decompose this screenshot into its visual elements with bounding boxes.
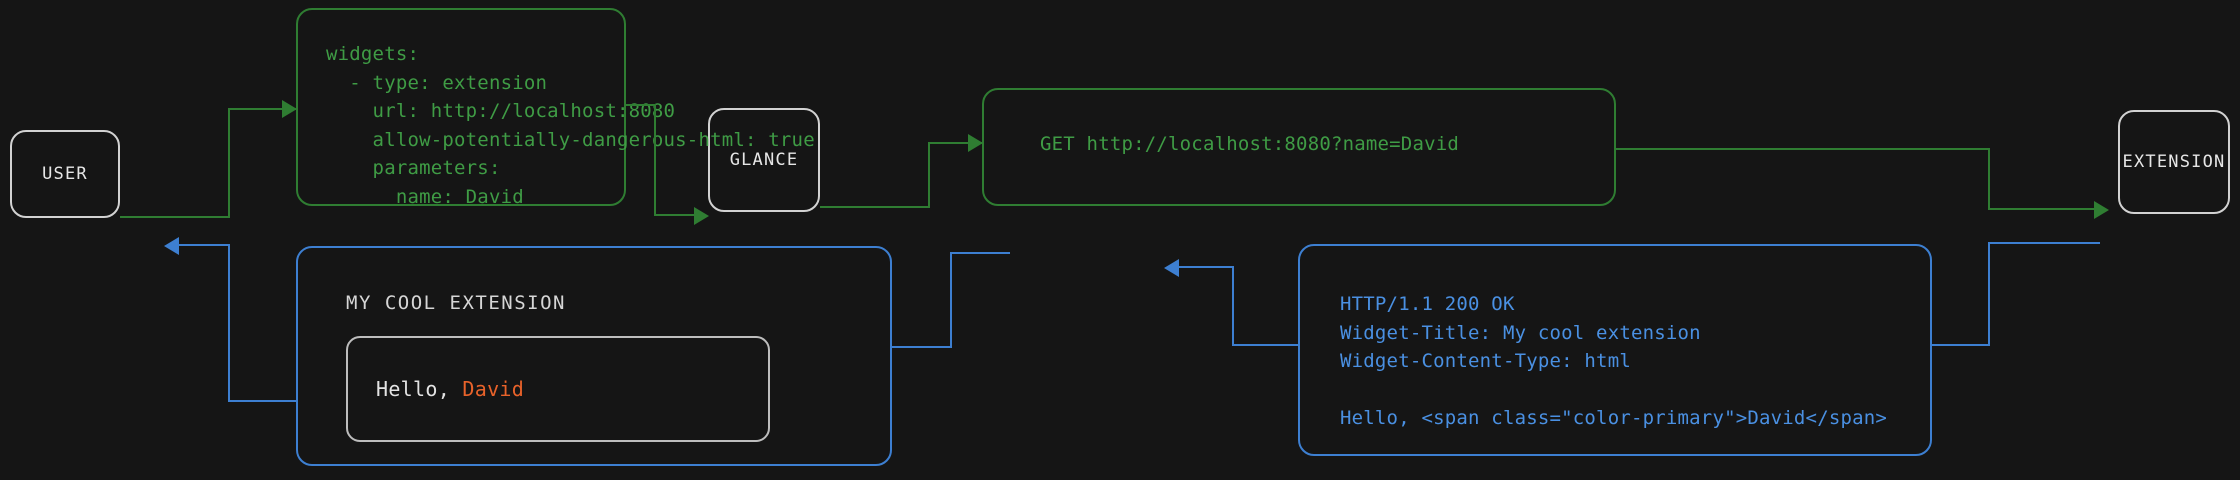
http-request-text: GET http://localhost:8080?name=David <box>1040 133 1460 155</box>
connector-response-to-glance-vertical <box>1232 266 1234 346</box>
actor-glance: GLANCE <box>708 108 820 212</box>
connector-extension-to-response-horizontal-top <box>1988 242 2100 244</box>
connector-widget-to-user-horizontal-top <box>178 244 230 246</box>
actor-glance-label: GLANCE <box>729 150 799 170</box>
connector-user-to-config-horizontal-top <box>228 108 298 110</box>
arrow-response-to-glance-icon <box>1164 259 1179 277</box>
config-yaml-text: widgets: - type: extension url: http://l… <box>326 43 815 208</box>
connector-extension-to-response-vertical <box>1988 242 1990 346</box>
message-config-yaml: widgets: - type: extension url: http://l… <box>296 8 815 208</box>
connector-request-to-extension-horizontal-top <box>1616 148 1690 150</box>
connector-glance-to-request-horizontal-top <box>928 142 984 144</box>
widget-preview-card: Hello, David <box>346 336 770 442</box>
connector-glance-to-request-vertical <box>928 143 930 208</box>
actor-extension-label: EXTENSION <box>2122 152 2226 172</box>
connector-response-to-glance-horizontal-top <box>1178 266 1234 268</box>
message-widget-preview: MY COOL EXTENSION Hello, David <box>296 246 892 466</box>
widget-name-text: David <box>462 377 525 401</box>
actor-user: USER <box>10 130 120 218</box>
widget-preview-title: MY COOL EXTENSION <box>346 292 566 314</box>
arrow-glance-to-request-icon <box>968 134 983 152</box>
arrow-request-to-extension-icon <box>2094 201 2109 219</box>
connector-widget-to-user-horizontal-bottom <box>228 400 298 402</box>
connector-config-to-glance-horizontal-top <box>626 104 656 106</box>
connector-request-to-extension-horizontal-bottom <box>1988 208 2100 210</box>
connector-glance-to-widget-horizontal-top <box>950 252 1010 254</box>
arrow-user-to-config-icon <box>282 100 297 118</box>
widget-greeting-text: Hello, <box>376 377 463 401</box>
message-http-request-bubble: GET http://localhost:8080?name=David <box>982 88 1616 206</box>
connector-glance-to-request-horizontal-bottom <box>820 206 930 208</box>
actor-extension: EXTENSION <box>2118 110 2230 214</box>
connector-user-to-config-vertical <box>228 109 230 218</box>
connector-glance-to-widget-vertical <box>950 252 952 348</box>
connector-glance-to-widget-horizontal-bottom <box>890 346 952 348</box>
connector-request-to-extension-bridge <box>1688 148 1990 150</box>
connector-request-to-extension-vertical <box>1988 148 1990 210</box>
connector-config-to-glance-horizontal-bottom <box>654 214 700 216</box>
arrow-config-to-glance-icon <box>694 207 709 225</box>
arrow-widget-to-user-icon <box>164 237 179 255</box>
connector-user-to-config-horizontal-bottom <box>120 216 230 218</box>
connector-extension-to-response-horizontal-bottom <box>1930 344 1990 346</box>
widget-preview-body: Hello, David <box>376 377 524 401</box>
connector-response-to-glance-horizontal-bottom <box>1232 344 1300 346</box>
connector-widget-to-user-vertical <box>228 244 230 402</box>
message-http-response: HTTP/1.1 200 OK Widget-Title: My cool ex… <box>1298 244 1932 456</box>
connector-config-to-glance-vertical <box>654 104 656 216</box>
actor-user-label: USER <box>42 164 88 184</box>
http-response-text: HTTP/1.1 200 OK Widget-Title: My cool ex… <box>1340 293 1888 429</box>
